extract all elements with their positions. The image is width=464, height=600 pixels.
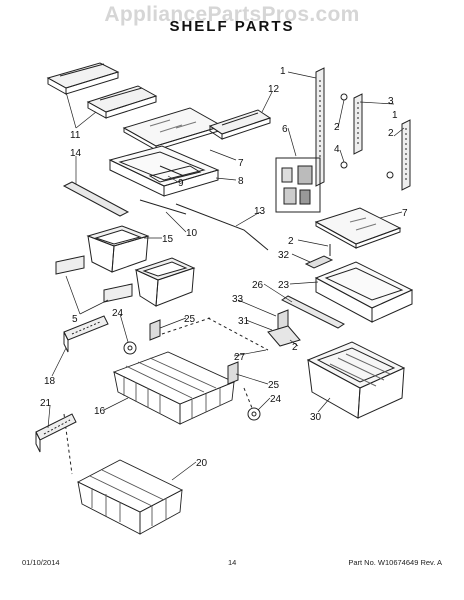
callout-24-roller-right: 24 (270, 394, 282, 405)
callout-1-rail-right: 1 (392, 110, 398, 121)
part-rail-right (401, 119, 411, 191)
callout-13-rod: 13 (254, 206, 266, 217)
callout-9-insert: 9 (178, 178, 184, 189)
part-shelf-frame-8 (108, 145, 220, 197)
callout-8-frame: 8 (238, 176, 244, 187)
callout-26-strip: 26 (252, 280, 264, 291)
callout-16-basket: 16 (94, 406, 106, 417)
callout-4-screw: 4 (334, 144, 340, 155)
part-screw-a (340, 93, 348, 101)
callout-2-screw-right: 2 (388, 128, 394, 139)
callout-25-bracket-right: 25 (268, 380, 280, 391)
callout-31-bracket: 31 (238, 316, 250, 327)
part-handle-5b (103, 283, 133, 303)
callout-3-rail: 3 (388, 96, 394, 107)
callout-33-bracket: 33 (232, 294, 244, 305)
footer-part-number: Part No. W10674649 Rev. A (348, 558, 442, 567)
part-glass-shelf-right (314, 207, 402, 249)
callout-labels: 1 12 3 2 4 2 11 6 1 7 8 9 14 13 10 7 15 … (40, 66, 408, 469)
part-trim-strip-14 (62, 181, 130, 217)
callout-14-strip: 14 (70, 148, 82, 159)
callout-32-bracket: 32 (278, 250, 290, 261)
callout-15-bin: 15 (162, 234, 174, 245)
callout-1-rail: 1 (280, 66, 286, 77)
footer-page-number: 14 (228, 558, 237, 567)
part-roller-24a (123, 341, 137, 355)
callout-11-shelf: 11 (70, 130, 81, 141)
part-rod-13 (175, 203, 269, 251)
leader-lines (47, 71, 405, 481)
part-crisper-cover-shelf-a (46, 62, 120, 95)
callout-27-rod: 27 (234, 352, 246, 363)
callout-12-trim: 12 (268, 84, 280, 95)
callout-20-basket: 20 (196, 458, 208, 469)
callout-6-bag: 6 (282, 124, 288, 135)
callout-23-cover: 23 (278, 280, 290, 291)
callout-24-roller: 24 (112, 308, 124, 319)
part-shelf-trim-12 (208, 109, 272, 140)
part-bracket-32 (304, 255, 334, 269)
part-bin-15-a (86, 225, 150, 273)
part-bracket-25b (227, 361, 239, 385)
part-bin-15-b (134, 257, 196, 307)
part-screw-b (340, 161, 348, 169)
callout-5-handle: 5 (72, 314, 78, 325)
part-slide-rail-21 (35, 413, 77, 453)
callout-30-drawer: 30 (310, 412, 322, 423)
page-title: SHELF PARTS (169, 18, 295, 35)
callout-7-glass: 7 (238, 158, 244, 169)
part-drawer-30 (306, 341, 406, 419)
part-wire-basket-16 (112, 351, 236, 425)
part-roller-24b (247, 407, 261, 421)
part-bag-6 (275, 157, 321, 213)
part-slide-rail-18 (63, 315, 109, 353)
part-bracket-31 (267, 325, 301, 347)
footer-date: 01/10/2014 (22, 558, 60, 567)
part-crisper-cover-shelf-b (86, 85, 158, 119)
part-bracket-25a (149, 319, 161, 341)
callout-7-glass-right: 7 (402, 208, 408, 219)
part-drawer-cover-23 (314, 261, 414, 323)
callout-10-rod: 10 (186, 228, 198, 239)
part-screw-c (386, 171, 394, 179)
callout-2-screw-mid: 2 (288, 236, 294, 247)
callout-25-bracket: 25 (184, 314, 196, 325)
callout-2-screw-lower: 2 (292, 342, 298, 353)
part-glass-shelf-upper (122, 107, 224, 151)
part-handle-5a (55, 255, 85, 275)
part-wire-basket-20 (76, 459, 184, 535)
callout-21-rail: 21 (40, 398, 52, 409)
part-strip-26 (281, 295, 345, 329)
callout-18-rail: 18 (44, 376, 56, 387)
callout-2-screw: 2 (334, 122, 340, 133)
part-rail-3 (353, 93, 363, 155)
watermark: AppliancePartsPros.com (104, 3, 360, 26)
part-rod-10 (139, 199, 187, 215)
